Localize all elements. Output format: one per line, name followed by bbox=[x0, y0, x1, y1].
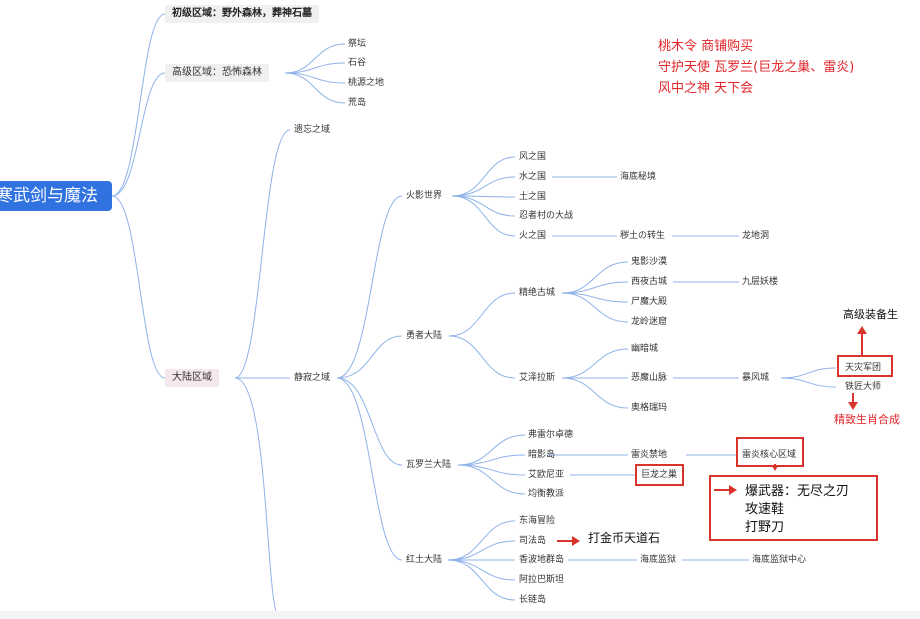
spirit-city-node[interactable]: 精绝古城 bbox=[519, 288, 556, 298]
corpse-hall-node[interactable]: 尸魔大殿 bbox=[631, 297, 668, 307]
thunder-core-node[interactable]: 雷炎核心区域 bbox=[742, 450, 797, 460]
note-line: 守护天使 瓦罗兰(巨龙之巢、雷炎) bbox=[658, 60, 855, 75]
shadow-isle-node[interactable]: 暗影岛 bbox=[528, 450, 556, 460]
gold-coin-note: 打金币天道石 bbox=[588, 531, 661, 545]
stone-valley-node[interactable]: 石谷 bbox=[348, 58, 367, 68]
orgrimmar-node[interactable]: 奥格瑞玛 bbox=[631, 403, 668, 413]
alabasta-node[interactable]: 阿拉巴斯坦 bbox=[519, 575, 565, 585]
earth-country-node[interactable]: 土之国 bbox=[519, 192, 547, 202]
advanced-area-node[interactable]: 高级区域：恐怖森林 bbox=[165, 64, 269, 82]
note-line: 风中之神 天下会 bbox=[658, 81, 754, 96]
ninja-war-node[interactable]: 忍者村の大战 bbox=[519, 211, 574, 221]
blacksmith-node[interactable]: 铁匠大师 bbox=[845, 382, 882, 392]
fire-shadow-world-node[interactable]: 火影世界 bbox=[406, 191, 443, 201]
thunder-core-highlight-box bbox=[736, 437, 804, 467]
scourge-highlight-box bbox=[837, 355, 893, 377]
dragon-cave-node[interactable]: 龙地洞 bbox=[742, 231, 770, 241]
beginner-area-node[interactable]: 初级区域：野外森林，葬神石墓 bbox=[165, 5, 319, 23]
long-ring-node[interactable]: 长链岛 bbox=[519, 595, 547, 605]
root-node[interactable]: 寒武剑与魔法 bbox=[0, 181, 112, 211]
storm-city-node[interactable]: 暴风城 bbox=[742, 373, 770, 383]
fire-country-node[interactable]: 火之国 bbox=[519, 231, 547, 241]
drop-item: 攻速鞋 bbox=[745, 502, 785, 517]
altar-node[interactable]: 祭坛 bbox=[348, 39, 367, 49]
shabondy-node[interactable]: 香波地群岛 bbox=[519, 555, 565, 565]
impel-down-center-node[interactable]: 海底监狱中心 bbox=[752, 555, 807, 565]
freljord-node[interactable]: 弗雷尔卓德 bbox=[528, 430, 574, 440]
drop-item: 打野刀 bbox=[745, 520, 785, 535]
east-sea-node[interactable]: 东海冒险 bbox=[519, 516, 556, 526]
reanimation-node[interactable]: 秽土の转生 bbox=[620, 231, 666, 241]
wind-country-node[interactable]: 风之国 bbox=[519, 152, 547, 162]
desert-island-node[interactable]: 荒岛 bbox=[348, 98, 367, 108]
nine-tower-node[interactable]: 九层妖楼 bbox=[742, 277, 779, 287]
continent-area-node[interactable]: 大陆区域 bbox=[165, 369, 219, 387]
dragon-nest-highlight-box bbox=[635, 464, 684, 486]
balance-sect-node[interactable]: 均衡教派 bbox=[528, 489, 565, 499]
dragon-nest-node[interactable]: 巨龙之巢 bbox=[641, 470, 678, 480]
undersea-secret-node[interactable]: 海底秘境 bbox=[620, 172, 657, 182]
horizontal-scrollbar[interactable] bbox=[0, 611, 920, 619]
dark-city-node[interactable]: 幽暗城 bbox=[631, 344, 659, 354]
note-block: 桃木令 商铺购买 守护天使 瓦罗兰(巨龙之巢、雷炎) 风中之神 天下会 bbox=[658, 36, 854, 99]
ghost-desert-node[interactable]: 鬼影沙漠 bbox=[631, 257, 668, 267]
silent-realm-node[interactable]: 静寂之域 bbox=[294, 373, 331, 383]
valoran-continent-node[interactable]: 瓦罗兰大陆 bbox=[406, 460, 452, 470]
red-earth-continent-node[interactable]: 红土大陆 bbox=[406, 555, 443, 565]
thunder-land-node[interactable]: 雷炎禁地 bbox=[631, 450, 668, 460]
drops-note: 爆武器：无尽之刃 攻速鞋 打野刀 bbox=[745, 483, 849, 537]
azeroth-node[interactable]: 艾泽拉斯 bbox=[519, 373, 556, 383]
scourge-node[interactable]: 天灾军团 bbox=[845, 363, 882, 373]
forgotten-realm-node[interactable]: 遗忘之域 bbox=[294, 125, 331, 135]
demon-mountain-node[interactable]: 恶魔山脉 bbox=[631, 373, 668, 383]
drops-highlight-box bbox=[709, 475, 878, 541]
impel-down-node[interactable]: 海底监狱 bbox=[640, 555, 677, 565]
zodiac-note: 精致生肖合成 bbox=[834, 413, 900, 426]
peach-land-node[interactable]: 桃源之地 bbox=[348, 78, 385, 88]
drop-item: 爆武器：无尽之刃 bbox=[745, 484, 850, 499]
hero-continent-node[interactable]: 勇者大陆 bbox=[406, 331, 443, 341]
advanced-gear-note: 高级装备生 bbox=[843, 308, 898, 321]
judicial-island-node[interactable]: 司法岛 bbox=[519, 536, 547, 546]
water-country-node[interactable]: 水之国 bbox=[519, 172, 547, 182]
note-line: 桃木令 商铺购买 bbox=[658, 39, 754, 54]
west-night-city-node[interactable]: 西夜古城 bbox=[631, 277, 668, 287]
ionia-node[interactable]: 艾欧尼亚 bbox=[528, 470, 565, 480]
dragon-ridge-node[interactable]: 龙岭迷窟 bbox=[631, 317, 668, 327]
